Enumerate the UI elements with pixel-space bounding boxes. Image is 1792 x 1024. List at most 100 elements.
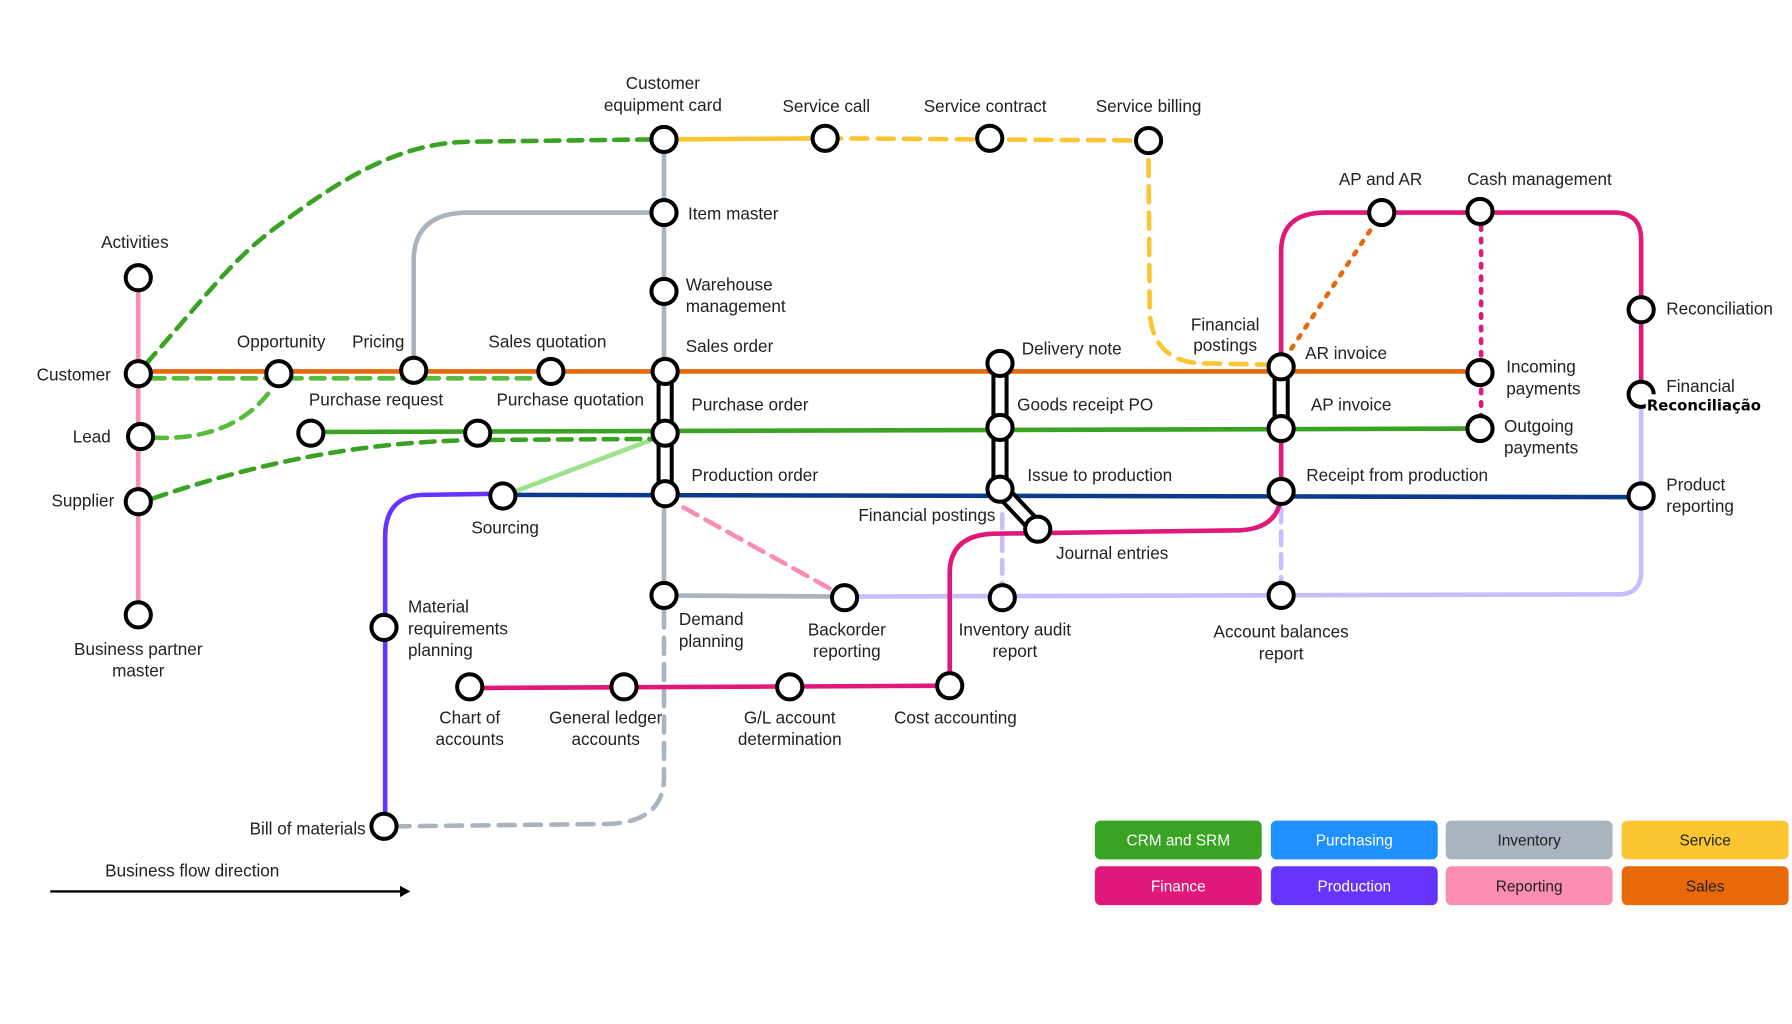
station-label-line: accounts bbox=[571, 729, 640, 749]
station-label-line: Issue to production bbox=[1027, 465, 1172, 485]
station-product-reporting[interactable] bbox=[1626, 481, 1656, 511]
legend-label-finance: Finance bbox=[1151, 878, 1206, 895]
reconciliacao-overlay-label: Reconciliação bbox=[1647, 396, 1761, 414]
production-order-line bbox=[500, 492, 1644, 500]
station-label-sourcing: Sourcing bbox=[471, 518, 539, 538]
station-purchase-quotation[interactable] bbox=[463, 418, 493, 448]
station-production-order[interactable] bbox=[650, 479, 680, 509]
station-supplier[interactable] bbox=[123, 487, 153, 517]
station-label-line: report bbox=[992, 641, 1037, 661]
station-sales-quotation[interactable] bbox=[536, 356, 566, 386]
station-inventory-audit[interactable] bbox=[987, 583, 1017, 613]
station-chart-accounts[interactable] bbox=[455, 672, 485, 702]
station-label-activities: Activities bbox=[101, 232, 169, 252]
station-label-line: Sales quotation bbox=[488, 331, 606, 351]
reporting-dashed-backorder bbox=[681, 505, 835, 592]
station-item-master[interactable] bbox=[649, 197, 679, 228]
station-incoming-payments[interactable] bbox=[1465, 358, 1495, 388]
station-label-line: AP invoice bbox=[1311, 394, 1392, 414]
station-issue-production[interactable] bbox=[985, 474, 1015, 504]
legend-swatch-sales bbox=[1621, 866, 1789, 906]
legend-label-production: Production bbox=[1317, 878, 1391, 895]
station-goods-receipt[interactable] bbox=[985, 412, 1015, 442]
station-label-line: Activities bbox=[101, 232, 169, 252]
station-label-line: AR invoice bbox=[1305, 343, 1387, 363]
station-label-service-call: Service call bbox=[783, 96, 871, 116]
legend-swatch-purchasing bbox=[1270, 820, 1438, 860]
station-opportunity[interactable] bbox=[264, 359, 294, 389]
station-label-line: Pricing bbox=[352, 331, 404, 351]
station-label-line: payments bbox=[1506, 378, 1580, 398]
station-label-line: Customer bbox=[626, 73, 701, 93]
station-backorder[interactable] bbox=[830, 583, 860, 613]
station-activities[interactable] bbox=[123, 263, 153, 293]
station-label-purchase-request: Purchase request bbox=[309, 390, 443, 410]
station-label-line: Sourcing bbox=[471, 518, 539, 538]
station-label-line: Item master bbox=[688, 203, 779, 223]
legend-label-inventory: Inventory bbox=[1497, 833, 1561, 850]
station-sales-order[interactable] bbox=[650, 356, 680, 386]
station-label-line: AP and AR bbox=[1339, 169, 1422, 189]
station-label-line: Supplier bbox=[51, 490, 114, 510]
station-bp-master[interactable] bbox=[123, 600, 153, 630]
station-label-line: Receipt from production bbox=[1306, 465, 1488, 485]
service-line bbox=[661, 136, 828, 142]
station-mrp[interactable] bbox=[369, 612, 399, 642]
station-journal-entries[interactable] bbox=[1023, 514, 1053, 544]
station-ap-invoice[interactable] bbox=[1266, 414, 1296, 444]
station-demand-planning[interactable] bbox=[649, 580, 679, 610]
station-gl-accounts[interactable] bbox=[609, 672, 639, 702]
station-sourcing[interactable] bbox=[488, 481, 518, 511]
legend-label-purchasing: Purchasing bbox=[1316, 833, 1393, 850]
station-label-sales-quotation: Sales quotation bbox=[488, 331, 606, 351]
station-bom[interactable] bbox=[369, 811, 399, 841]
station-warehouse[interactable] bbox=[649, 276, 679, 306]
station-service-call[interactable] bbox=[810, 123, 840, 153]
station-delivery-note[interactable] bbox=[985, 348, 1015, 378]
sales-dotted-ap-ar bbox=[1289, 226, 1374, 351]
station-cost-accounting[interactable] bbox=[935, 671, 965, 701]
station-cash-management[interactable] bbox=[1465, 196, 1495, 226]
station-lead[interactable] bbox=[125, 422, 156, 452]
station-purchase-request[interactable] bbox=[296, 418, 326, 448]
station-ap-ar[interactable] bbox=[1367, 197, 1397, 228]
station-label-line: Goods receipt PO bbox=[1017, 394, 1153, 414]
station-label-line: Cost accounting bbox=[894, 707, 1017, 727]
crm-dashed-customer-equipment bbox=[144, 137, 654, 366]
legend-swatch-production bbox=[1270, 866, 1438, 906]
station-outgoing-payments[interactable] bbox=[1465, 414, 1495, 444]
station-gl-determination[interactable] bbox=[775, 672, 805, 702]
station-label-ap-ar: AP and AR bbox=[1339, 169, 1422, 189]
station-label-issue-production: Issue to production bbox=[1027, 465, 1172, 485]
station-label-line: payments bbox=[1504, 438, 1578, 458]
station-receipt-production[interactable] bbox=[1266, 476, 1296, 506]
station-label-ap-invoice: AP invoice bbox=[1311, 394, 1392, 414]
station-pricing[interactable] bbox=[399, 355, 429, 385]
station-label-line: G/L account bbox=[744, 707, 836, 727]
station-account-balances[interactable] bbox=[1266, 580, 1296, 610]
station-label-reconciliation: Reconciliation bbox=[1666, 298, 1773, 318]
station-customer[interactable] bbox=[123, 359, 153, 389]
arrow-head-icon bbox=[400, 885, 411, 898]
station-label-line: Inventory audit bbox=[959, 619, 1072, 639]
station-ar-invoice[interactable] bbox=[1266, 352, 1296, 382]
station-label-delivery-note: Delivery note bbox=[1022, 338, 1122, 358]
station-label-line: Sales order bbox=[686, 336, 774, 356]
station-reconciliation[interactable] bbox=[1626, 295, 1656, 325]
station-service-contract[interactable] bbox=[975, 123, 1005, 153]
station-service-billing[interactable] bbox=[1133, 125, 1164, 156]
station-purchase-order[interactable] bbox=[650, 418, 680, 448]
station-label-receipt-production: Receipt from production bbox=[1306, 465, 1488, 485]
station-ce-card[interactable] bbox=[649, 124, 679, 154]
station-label-ar-invoice: AR invoice bbox=[1305, 343, 1387, 363]
station-label-line: Service call bbox=[783, 96, 871, 116]
station-label-line: Account balances bbox=[1214, 622, 1349, 642]
station-label-line: accounts bbox=[435, 729, 504, 749]
